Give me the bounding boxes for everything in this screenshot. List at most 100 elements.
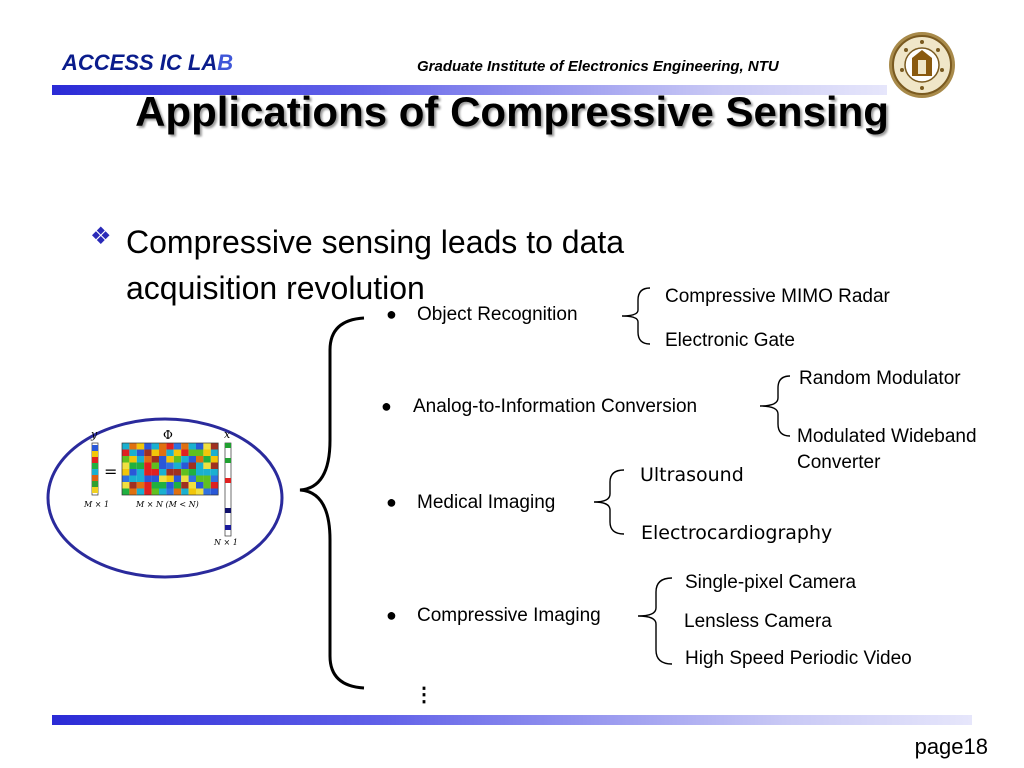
brace-a2i	[759, 375, 791, 437]
phi-cell	[188, 482, 196, 489]
bullet-dot: ●	[386, 605, 397, 625]
sub-random-modulator: Random Modulator	[799, 368, 961, 389]
lab-name: ACCESS IC LAB	[62, 50, 233, 76]
brace-object-recognition	[621, 287, 651, 345]
phi-cell	[122, 449, 130, 456]
app-medical-imaging: Medical Imaging	[417, 492, 556, 513]
phi-cell	[210, 449, 219, 456]
phi-cell	[188, 456, 196, 463]
university-seal-logo	[889, 32, 955, 98]
phi-cell	[144, 469, 152, 476]
phi-cell	[129, 488, 137, 495]
phi-cell	[210, 462, 219, 469]
phi-cell	[166, 449, 174, 456]
phi-cell	[188, 469, 196, 476]
phi-cell	[122, 462, 130, 469]
phi-cell	[129, 469, 137, 476]
phi-cell	[173, 482, 182, 489]
phi-cell	[196, 475, 204, 482]
phi-cell	[129, 462, 137, 469]
phi-cell	[181, 443, 189, 450]
phi-cell	[136, 462, 145, 469]
phi-cell	[173, 462, 182, 469]
dim-phi: M × N (M < N)	[136, 500, 199, 509]
brace-medical	[593, 469, 625, 535]
sub-high-speed-periodic-video: High Speed Periodic Video	[685, 648, 912, 669]
sub-lensless-camera: Lensless Camera	[684, 611, 832, 632]
phi-cell	[151, 469, 159, 476]
phi-cell	[173, 488, 182, 495]
phi-cell	[136, 488, 145, 495]
phi-cell	[166, 456, 174, 463]
phi-cell	[144, 482, 152, 489]
figure-ellipse	[46, 417, 284, 579]
diamond-bullet-icon: ❖	[90, 223, 112, 250]
phi-cell	[196, 482, 204, 489]
phi-cell	[181, 462, 189, 469]
ellipsis: ⋮	[414, 684, 434, 706]
phi-cell	[144, 456, 152, 463]
phi-cell	[196, 488, 204, 495]
phi-cell	[196, 449, 204, 456]
lab-name-fade: B	[217, 50, 234, 75]
phi-cell	[122, 456, 130, 463]
phi-cell	[203, 462, 211, 469]
phi-cell	[159, 475, 167, 482]
phi-cell	[181, 482, 189, 489]
phi-cell	[159, 443, 167, 450]
main-brace	[299, 316, 365, 690]
phi-cell	[151, 475, 159, 482]
phi-cell	[196, 443, 204, 450]
phi-cell	[122, 488, 130, 495]
phi-cell	[173, 469, 182, 476]
phi-cell	[122, 443, 130, 450]
phi-cell	[151, 449, 159, 456]
header-bar	[52, 85, 887, 95]
sub-ultrasound: Ultrasound	[640, 464, 744, 486]
phi-border	[121, 442, 219, 496]
phi-cell	[129, 456, 137, 463]
phi-cell	[159, 488, 167, 495]
phi-cell	[173, 449, 182, 456]
phi-cell	[173, 475, 182, 482]
equals-sign: =	[104, 462, 118, 481]
phi-cell	[173, 456, 182, 463]
bullet-text: Compressive sensing leads to data acquis…	[126, 224, 625, 306]
sub-single-pixel-camera: Single-pixel Camera	[685, 572, 857, 593]
phi-cell	[181, 475, 189, 482]
phi-cell	[144, 488, 152, 495]
phi-cell	[151, 456, 159, 463]
cs-matrix-figure	[46, 417, 284, 579]
phi-cell	[181, 469, 189, 476]
phi-cell	[196, 462, 204, 469]
phi-cell	[210, 469, 219, 476]
label-x: x	[224, 428, 231, 441]
phi-cell	[151, 488, 159, 495]
phi-matrix	[121, 442, 219, 496]
phi-cell	[144, 462, 152, 469]
sub-electronic-gate: Electronic Gate	[665, 330, 795, 351]
phi-cell	[136, 456, 145, 463]
phi-cell	[122, 482, 130, 489]
phi-cell	[188, 475, 196, 482]
label-y: y	[91, 428, 98, 441]
phi-cell	[129, 449, 137, 456]
bullet-dot: ●	[386, 492, 397, 512]
phi-cell	[122, 475, 130, 482]
phi-cell	[203, 449, 211, 456]
phi-cell	[129, 475, 137, 482]
phi-cell	[151, 462, 159, 469]
lab-name-strong: ACCESS IC LA	[62, 50, 218, 75]
phi-cell	[203, 443, 211, 450]
phi-cell	[136, 469, 145, 476]
phi-cell	[181, 449, 189, 456]
bullet-dot: ●	[386, 304, 397, 324]
sub-compressive-mimo-radar: Compressive MIMO Radar	[665, 286, 890, 307]
sub-electrocardiography: Electrocardiography	[641, 522, 833, 544]
phi-cell	[129, 482, 137, 489]
phi-cell	[144, 449, 152, 456]
x-vector	[224, 442, 232, 537]
phi-cell	[203, 482, 211, 489]
phi-cell	[173, 443, 182, 450]
